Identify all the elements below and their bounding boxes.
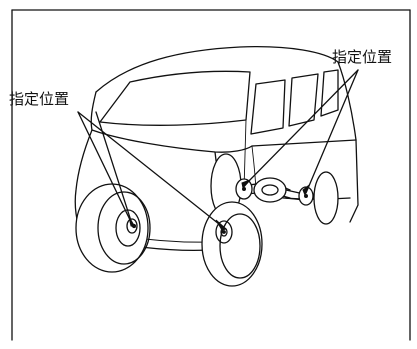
designated-position-label-left: 指定位置: [9, 90, 70, 108]
leader-lines-left: [77, 111, 228, 231]
leader-lines-right: [241, 69, 359, 197]
front-right-wheel: [201, 201, 263, 287]
frame: [11, 9, 411, 341]
rear-axle: [235, 177, 314, 206]
front-left-wheel: [75, 183, 151, 273]
designated-position-label-right: 指定位置: [332, 48, 393, 66]
